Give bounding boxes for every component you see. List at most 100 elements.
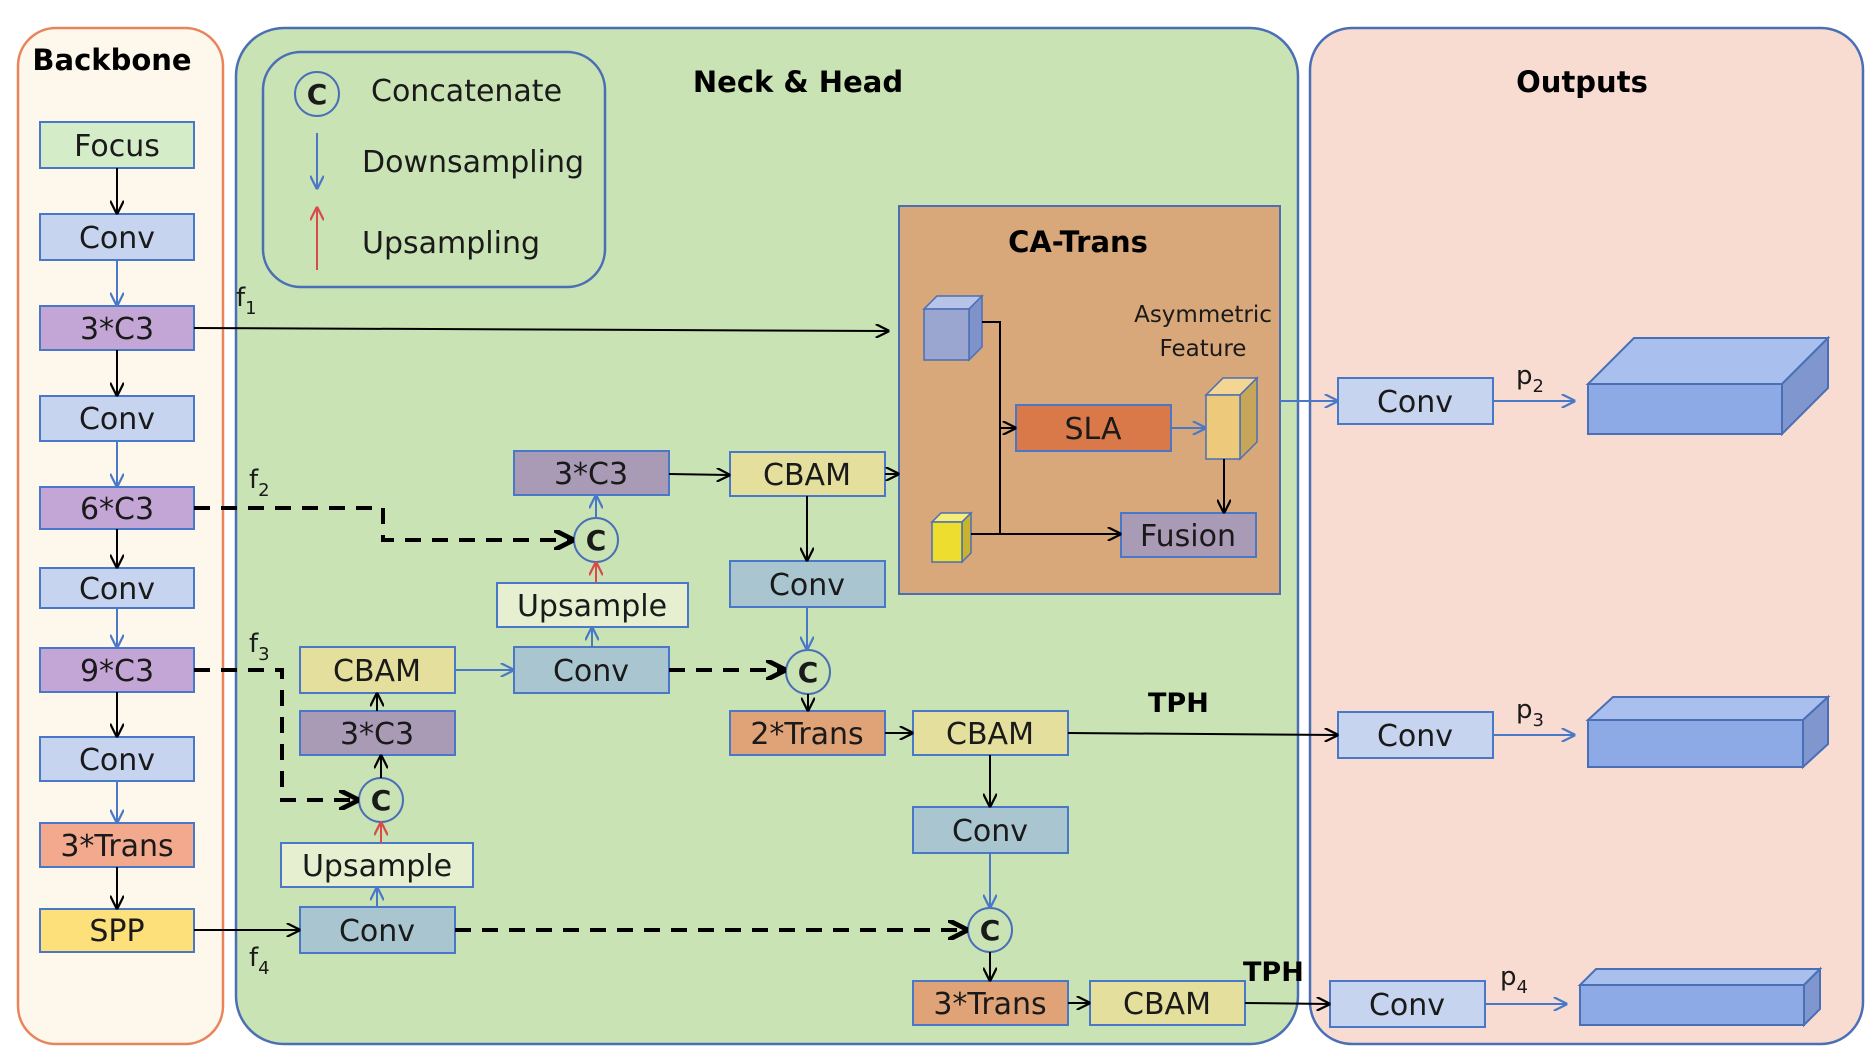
backbone-panel: [16, 26, 225, 1046]
outputs-title: Outputs: [1516, 65, 1648, 99]
ca-fusion-box: Fusion: [1120, 512, 1257, 558]
neck-conv-mid: Conv: [513, 646, 670, 694]
outputs-panel: [1308, 26, 1865, 1046]
output-conv-2: Conv: [1337, 711, 1494, 759]
svg-text:Conv: Conv: [79, 221, 155, 256]
output-label-p4: p4: [1500, 962, 1528, 998]
feature-label-f1: f1: [236, 283, 257, 319]
neck-3c3-top: 3*C3: [513, 450, 670, 496]
output-label-p3: p3: [1516, 695, 1544, 731]
svg-text:3*C3: 3*C3: [80, 312, 154, 347]
downsampling-legend-label: Downsampling: [362, 145, 584, 180]
ca-input-cube-yellow: [930, 511, 973, 564]
svg-text:Fusion: Fusion: [1140, 519, 1236, 554]
upsampling-legend-label: Upsampling: [362, 226, 540, 261]
ca-sla-box: SLA: [1015, 404, 1172, 452]
neck-cbam-mid: CBAM: [912, 710, 1069, 756]
svg-text:3*C3: 3*C3: [340, 717, 414, 752]
concat-legend-symbol: C: [307, 78, 328, 111]
ca-trans-title: CA-Trans: [1008, 225, 1148, 259]
backbone-6c3: 6*C3: [39, 486, 195, 530]
output-conv-1: Conv: [1337, 377, 1494, 425]
neck-cbam-bottom: CBAM: [1089, 980, 1246, 1026]
svg-text:C: C: [980, 914, 1001, 947]
svg-text:C: C: [371, 784, 392, 817]
svg-text:3*C3: 3*C3: [554, 457, 628, 492]
svg-text:CBAM: CBAM: [1123, 987, 1211, 1022]
ca-input-cube-blue: [922, 294, 984, 362]
neck-2trans: 2*Trans: [729, 710, 886, 756]
backbone-conv-1: Conv: [39, 213, 195, 261]
connection-lines: [193, 328, 1337, 1004]
svg-text:f1: f1: [236, 283, 257, 319]
backbone-9c3: 9*C3: [39, 647, 195, 693]
backbone-conv-4: Conv: [39, 736, 195, 782]
svg-text:SPP: SPP: [89, 914, 144, 949]
svg-text:Conv: Conv: [1369, 988, 1445, 1023]
svg-text:p4: p4: [1500, 962, 1528, 998]
output-volume-p4: [1577, 966, 1823, 1028]
svg-text:3*Trans: 3*Trans: [60, 829, 173, 864]
asymmetric-feature-label-1: Asymmetric: [1134, 302, 1272, 328]
neck-cbam-left: CBAM: [299, 646, 456, 694]
feature-label-f4: f4: [249, 943, 270, 979]
svg-text:2*Trans: 2*Trans: [750, 717, 863, 752]
svg-text:Conv: Conv: [952, 814, 1028, 849]
svg-text:6*C3: 6*C3: [80, 492, 154, 527]
svg-text:Conv: Conv: [79, 402, 155, 437]
svg-text:Conv: Conv: [1377, 719, 1453, 754]
svg-text:Conv: Conv: [553, 654, 629, 689]
svg-text:Conv: Conv: [1377, 385, 1453, 420]
neck-3trans: 3*Trans: [912, 980, 1069, 1026]
backbone-focus: Focus: [39, 121, 195, 169]
svg-text:CBAM: CBAM: [946, 717, 1034, 752]
neck-upsample-bottom: Upsample: [280, 842, 474, 888]
svg-text:Upsample: Upsample: [517, 589, 667, 624]
svg-text:C: C: [798, 656, 819, 689]
ca-asymmetric-feature-cube: [1204, 376, 1259, 461]
backbone-spp: SPP: [39, 908, 195, 953]
asymmetric-feature-label-2: Feature: [1160, 336, 1247, 362]
svg-text:p2: p2: [1516, 361, 1544, 397]
svg-text:f4: f4: [249, 943, 270, 979]
tph-label-1: TPH: [1148, 688, 1209, 719]
backbone-conv-2: Conv: [39, 395, 195, 442]
output-volume-p3: [1585, 694, 1831, 770]
svg-text:f3: f3: [249, 629, 270, 665]
backbone-3trans: 3*Trans: [39, 822, 195, 868]
neck-conv-top: Conv: [729, 560, 886, 608]
legend-box: [261, 50, 607, 289]
svg-text:Conv: Conv: [79, 572, 155, 607]
svg-text:p3: p3: [1516, 695, 1544, 731]
svg-text:3*Trans: 3*Trans: [933, 987, 1046, 1022]
svg-text:9*C3: 9*C3: [80, 654, 154, 689]
svg-text:f2: f2: [249, 465, 270, 501]
svg-text:Conv: Conv: [339, 914, 415, 949]
concat-legend-icon: [294, 71, 340, 117]
neck-head-title: Neck & Head: [693, 65, 903, 99]
svg-text:CBAM: CBAM: [333, 654, 421, 689]
svg-text:Upsample: Upsample: [302, 849, 452, 884]
neck-conv-bottom: Conv: [299, 906, 456, 954]
output-volume-p2: [1585, 335, 1831, 437]
backbone-title: Backbone: [32, 43, 191, 77]
neck-cbam-top: CBAM: [729, 451, 886, 497]
output-conv-3: Conv: [1329, 980, 1486, 1028]
backbone-3c3: 3*C3: [39, 305, 195, 351]
output-label-p2: p2: [1516, 361, 1544, 397]
svg-text:Conv: Conv: [769, 568, 845, 603]
feature-label-f3: f3: [249, 629, 270, 665]
neck-upsample-top: Upsample: [496, 582, 689, 628]
feature-label-f2: f2: [249, 465, 270, 501]
neck-conv-right-mid: Conv: [912, 806, 1069, 854]
ca-trans-block: CA-Trans Asymmetric Feature SLA Fusion: [898, 205, 1281, 595]
svg-text:SLA: SLA: [1065, 412, 1122, 447]
svg-text:CBAM: CBAM: [763, 458, 851, 493]
neck-3c3-left: 3*C3: [299, 710, 456, 756]
tph-label-2: TPH: [1243, 957, 1304, 988]
concat-legend-label: Concatenate: [371, 74, 562, 109]
svg-text:C: C: [586, 524, 607, 557]
svg-text:Focus: Focus: [74, 129, 160, 164]
